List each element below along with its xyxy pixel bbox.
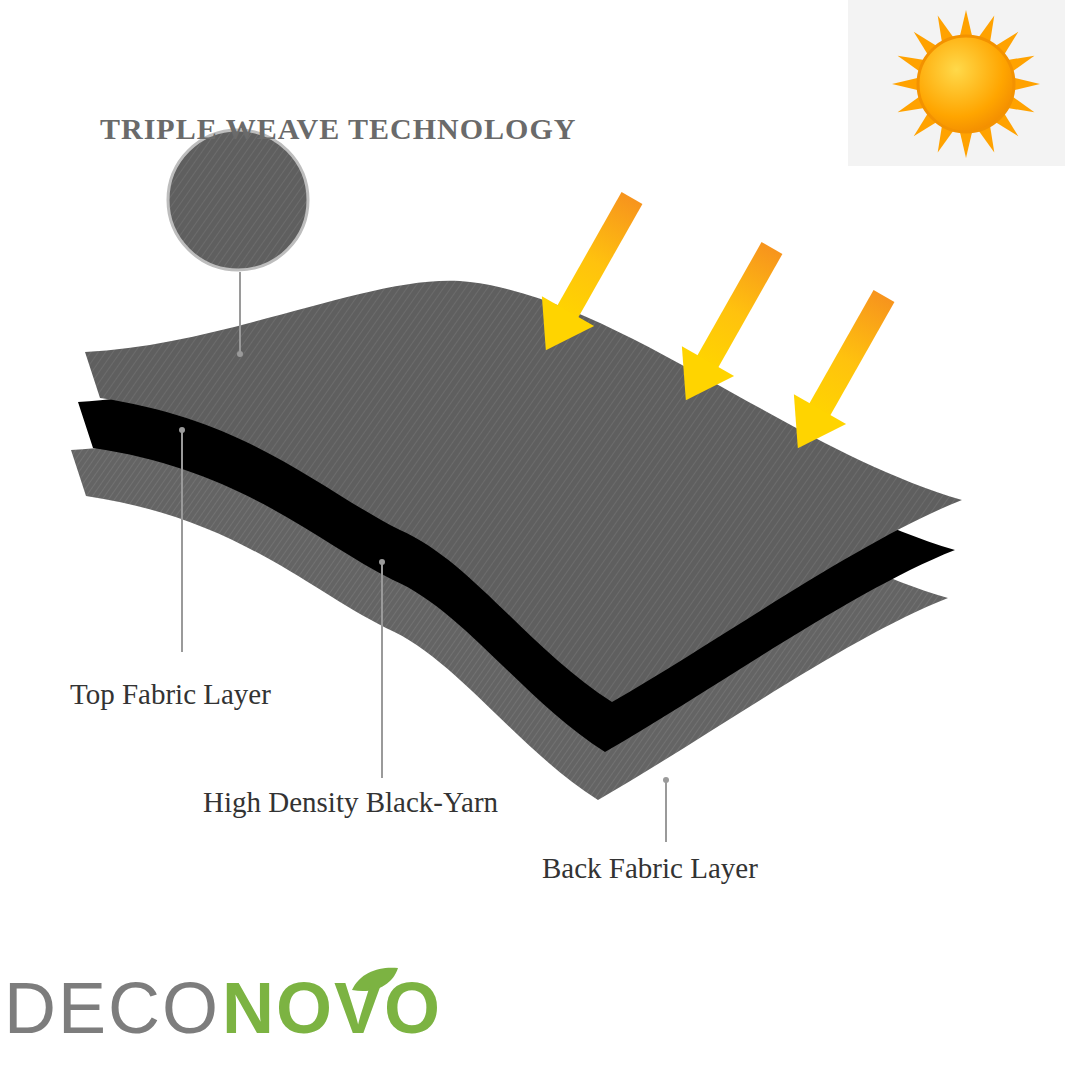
layer-label: Back Fabric Layer [542,852,758,885]
layer-label: Top Fabric Layer [70,678,271,711]
brand-logo: NOVO [222,972,442,1044]
diagram-title: TRIPLE WEAVE TECHNOLOGY [100,112,576,146]
sun-ray [1014,78,1040,90]
weave-swatch [168,130,308,357]
sun-ray [892,78,918,90]
sunlight-arrows [520,183,910,463]
brand-logo: DECO [4,972,220,1044]
leader-lines [179,427,669,842]
sun-ray [960,10,972,36]
sun-icon [848,0,1065,166]
layer-label: High Density Black-Yarn [203,786,498,819]
fabric-layers [71,281,962,800]
sun-ray [960,132,972,158]
